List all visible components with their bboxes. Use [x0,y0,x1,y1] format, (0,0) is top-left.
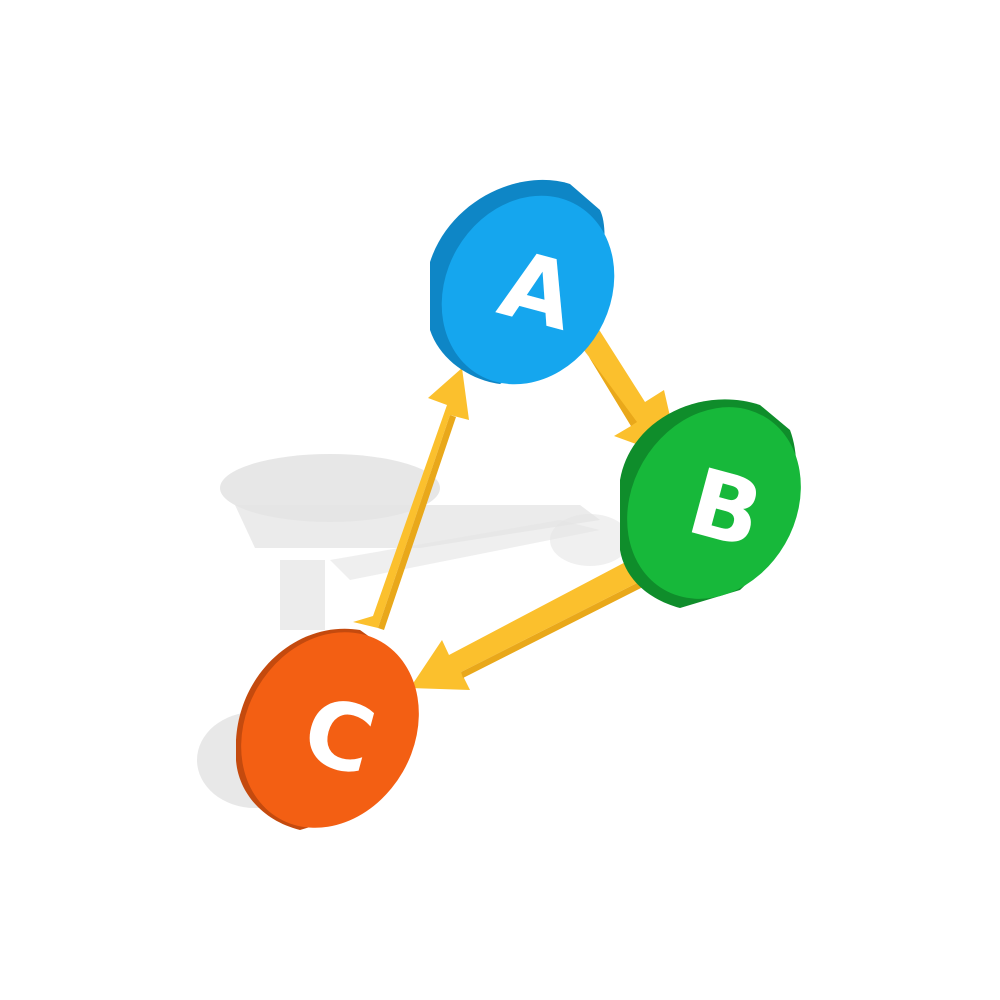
arrow-b-to-c [410,556,643,690]
node-b-face [627,407,801,599]
node-c-face [241,632,419,828]
node-a-face [441,195,615,385]
node-b: B [620,399,801,608]
arrow-c-to-a [353,368,469,628]
node-a: A [430,179,615,385]
node-c: C [236,628,419,830]
